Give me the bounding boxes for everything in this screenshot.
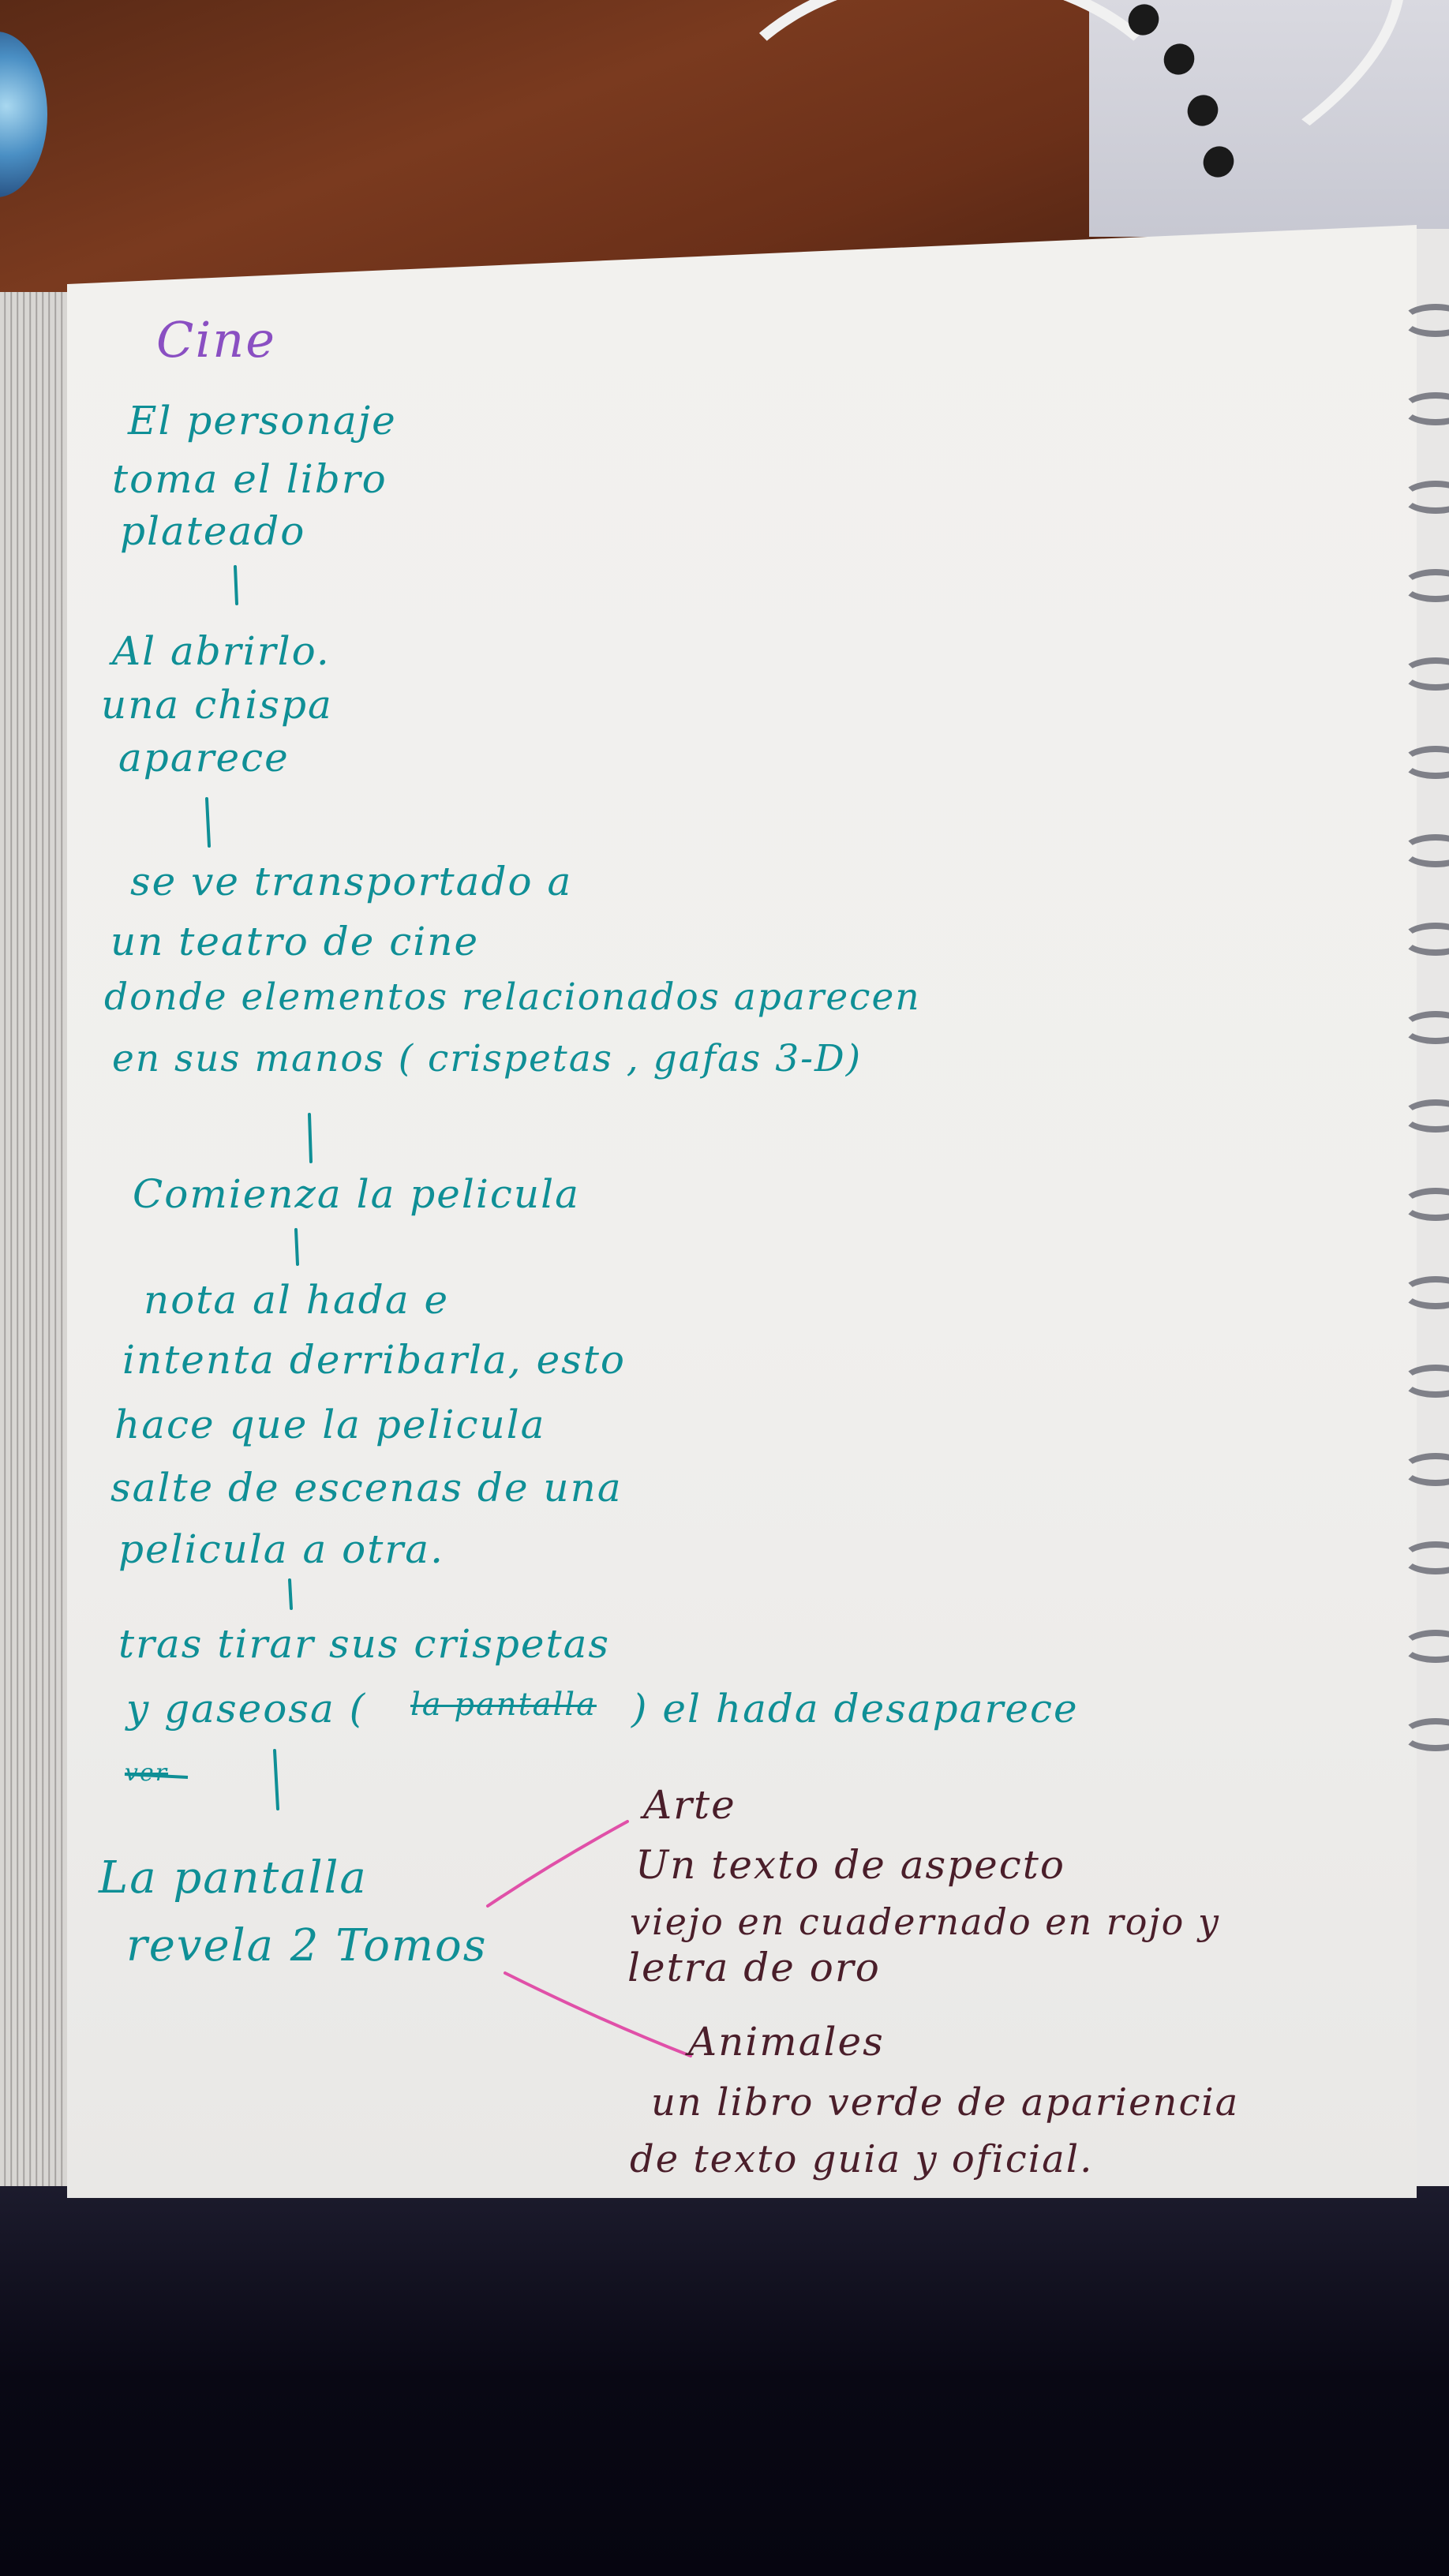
branch-line: un libro verde de apariencia — [651, 2080, 1240, 2125]
spiral-ring — [1402, 923, 1449, 956]
spiral-ring — [1402, 304, 1449, 337]
branch-heading-animales: Animales — [688, 2019, 885, 2065]
note-line: intenta derribarla, esto — [122, 1337, 627, 1383]
spiral-ring — [1402, 1276, 1449, 1309]
spiral-ring — [1402, 1011, 1449, 1044]
dark-background — [0, 2178, 1449, 2576]
note-line: una chispa — [101, 682, 333, 728]
note-title: Cine — [156, 311, 276, 369]
note-line: ) el hada desaparece — [631, 1686, 1079, 1732]
note-line: toma el libro — [112, 456, 388, 502]
spiral-ring — [1402, 481, 1449, 514]
note-line: salte de escenas de una — [110, 1465, 623, 1511]
note-line: nota al hada e — [144, 1277, 450, 1323]
scribble-strike — [124, 1773, 189, 1779]
spiral-ring — [1402, 1630, 1449, 1663]
note-line: se ve transportado a — [130, 859, 573, 904]
note-line: Al abrirlo. — [112, 628, 331, 674]
spiral-ring — [1402, 569, 1449, 602]
spiral-ring — [1402, 1099, 1449, 1133]
spiral-ring — [1402, 657, 1449, 691]
branch-line-animales — [504, 1971, 692, 2057]
flow-connector — [288, 1578, 293, 1610]
spiral-ring — [1402, 1365, 1449, 1398]
note-line: El personaje — [128, 398, 397, 444]
spiral-ring — [1402, 1188, 1449, 1221]
note-line: donde elementos relacionados aparecen — [104, 975, 921, 1019]
struck-text: ver — [125, 1759, 169, 1787]
flow-connector — [308, 1113, 313, 1163]
flow-connector — [294, 1228, 299, 1266]
note-line: y gaseosa ( — [126, 1686, 367, 1732]
branch-line-arte — [486, 1820, 629, 1908]
note-line: aparece — [118, 735, 290, 781]
note-line: un teatro de cine — [110, 919, 480, 964]
spiral-ring — [1402, 1718, 1449, 1751]
note-line: en sus manos ( crispetas , gafas 3-D) — [112, 1037, 863, 1080]
spiral-ring — [1402, 1541, 1449, 1574]
branch-line: de texto guia y oficial. — [630, 2137, 1094, 2181]
flow-connector — [234, 565, 238, 605]
note-line: pelicula a otra. — [118, 1526, 444, 1572]
note-line: revela 2 Tomos — [126, 1920, 488, 1971]
note-line: hace que la pelicula — [114, 1402, 546, 1447]
note-line: La pantalla — [99, 1852, 368, 1904]
note-line: plateado — [120, 508, 306, 554]
spiral-ring — [1402, 834, 1449, 867]
note-line: Comienza la pelicula — [133, 1171, 580, 1217]
branch-line: letra de oro — [627, 1945, 881, 1990]
flow-connector — [205, 797, 211, 848]
flow-connector — [273, 1749, 279, 1810]
struck-text: la pantalla — [410, 1687, 597, 1723]
spiral-ring — [1402, 746, 1449, 779]
branch-line: viejo en cuadernado en rojo y — [630, 1900, 1220, 1943]
spiral-ring — [1402, 392, 1449, 425]
spiral-ring — [1402, 1453, 1449, 1486]
note-line: tras tirar sus crispetas — [118, 1621, 611, 1667]
branch-line: Un texto de aspecto — [635, 1842, 1065, 1888]
branch-heading-arte: Arte — [643, 1782, 736, 1828]
notebook-page — [67, 225, 1417, 2198]
